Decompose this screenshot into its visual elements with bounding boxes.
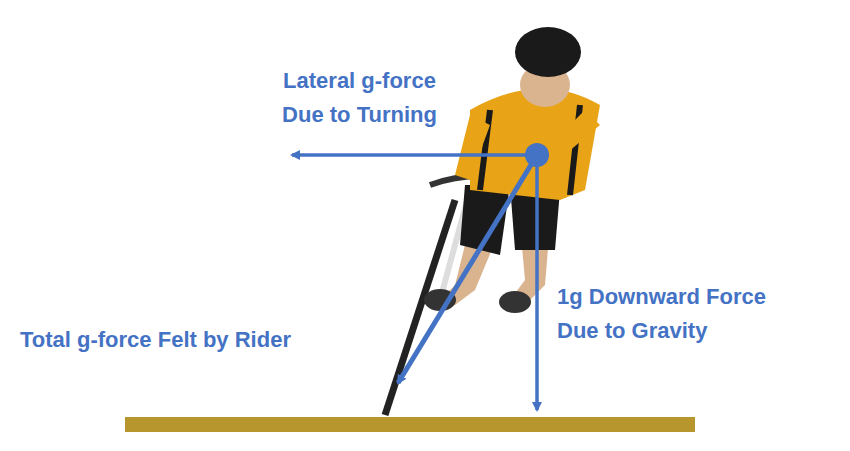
force-label: Total g-force Felt by Rider: [20, 323, 291, 357]
shoe: [499, 291, 531, 313]
force-label: 1g Downward Force Due to Gravity: [557, 280, 792, 348]
helmet: [515, 27, 581, 77]
force-label: Lateral g-force Due to Turning: [262, 64, 457, 132]
jersey: [470, 89, 600, 200]
lateral-force-arrow: [292, 153, 537, 157]
gravity-arrow: [535, 155, 539, 410]
ground-bar: [125, 417, 695, 432]
center-of-mass-dot: [525, 143, 549, 167]
total-force-arrow: [398, 155, 537, 383]
arm: [455, 115, 490, 180]
